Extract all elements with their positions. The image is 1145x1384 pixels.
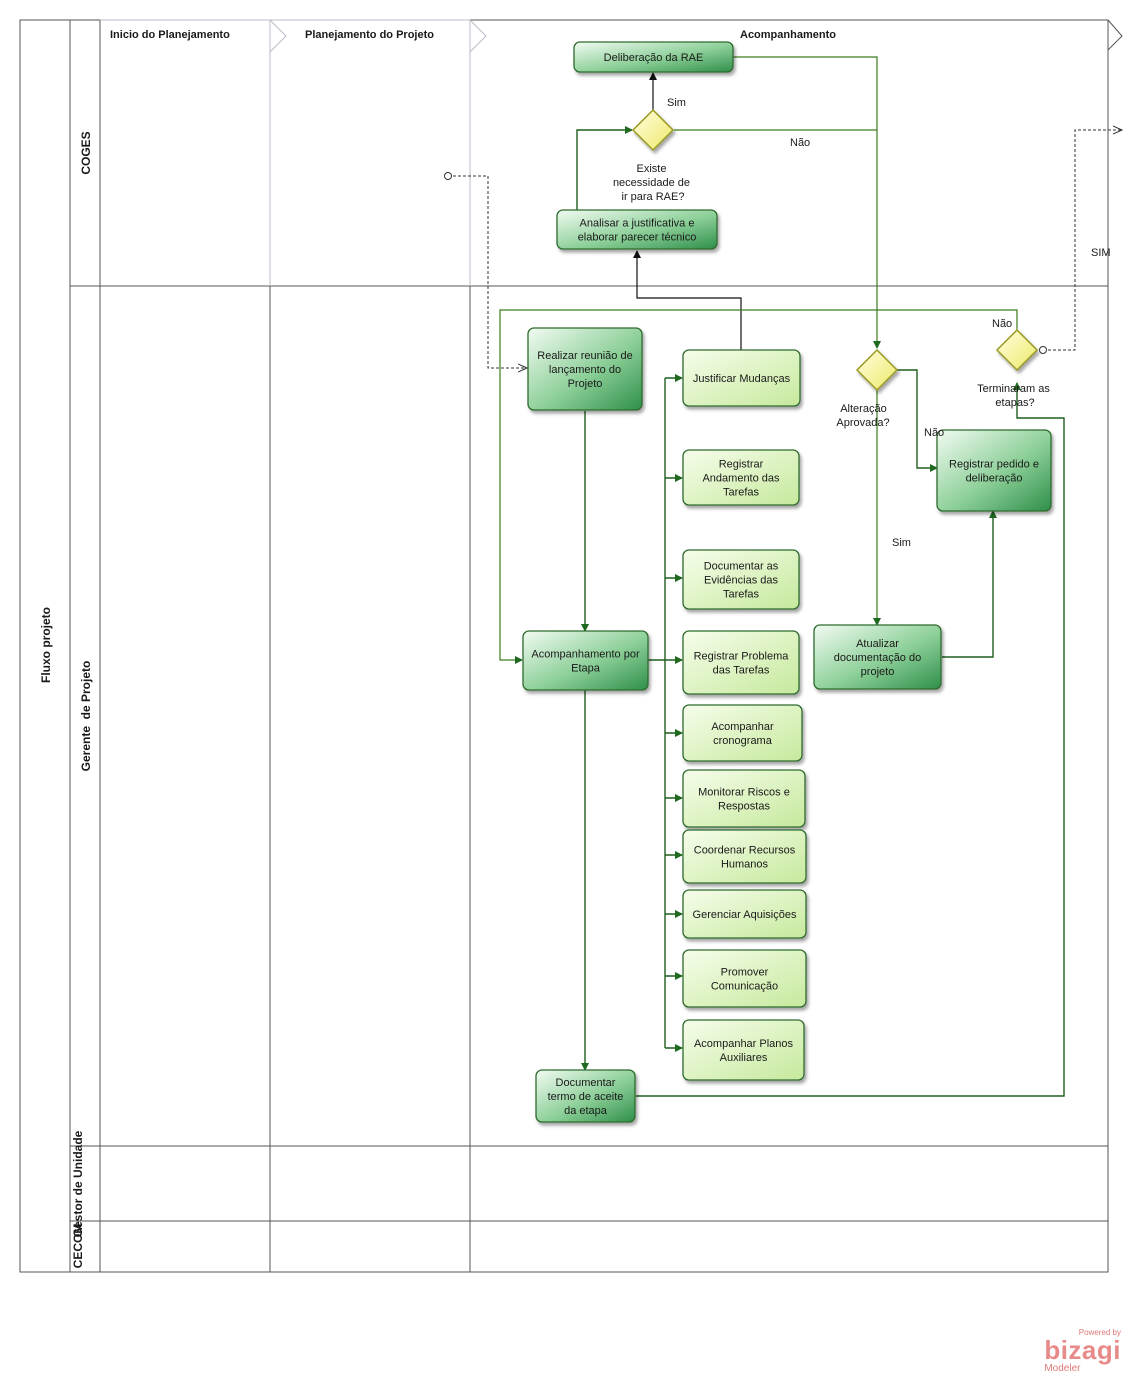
gateway-terminaram-etapas[interactable] <box>995 328 1039 372</box>
phase-header-inicio: Inicio do Planejamento <box>110 29 230 41</box>
task-label: Justificar Mudanças <box>693 373 791 385</box>
gateway-label-terminaram: Terminaram as etapas? <box>977 383 1053 409</box>
flow-label-nao-alteracao: Não <box>924 427 944 439</box>
lane-label-cecom: CECOM <box>71 1224 85 1269</box>
lane-label-gestor: Gestor de Unidade <box>71 1130 85 1237</box>
flow-label-sim-etapas: SIM <box>1091 247 1111 259</box>
task-justificar-mudancas[interactable]: Justificar Mudanças <box>682 349 801 407</box>
pool <box>19 19 1123 1273</box>
flow-label-nao-etapas: Não <box>992 318 1012 330</box>
flow-label-sim-rae: Sim <box>667 97 686 109</box>
task-label: Deliberação da RAE <box>604 52 704 64</box>
gateway-alteracao-aprovada[interactable] <box>855 348 899 392</box>
phase-header-planejamento: Planejamento do Projeto <box>305 29 434 41</box>
task-gerenciar-aquisicoes[interactable]: Gerenciar Aquisições <box>682 889 807 939</box>
lane-label-gerente: Gerente de Projeto <box>79 661 93 772</box>
task-label: Gerenciar Aquisições <box>693 909 797 921</box>
pool-label: Fluxo projeto <box>39 607 53 683</box>
task-deliberacao-rae[interactable]: Deliberação da RAE <box>573 41 734 73</box>
gateway-label-existe-rae: Existe necessidade de ir para RAE? <box>613 163 693 203</box>
gateway-label-alteracao: Alteração Aprovada? <box>836 403 889 429</box>
bizagi-logo: Powered by bizagi Modeler <box>1044 1328 1121 1374</box>
lane-label-coges: COGES <box>79 131 93 174</box>
phase-header-acompanhamento: Acompanhamento <box>740 29 836 41</box>
gateway-existe-rae[interactable] <box>631 108 675 152</box>
flow-label-nao-rae: Não <box>790 137 810 149</box>
flow-label-sim-alteracao: Sim <box>892 537 911 549</box>
flows <box>448 56 1122 1097</box>
